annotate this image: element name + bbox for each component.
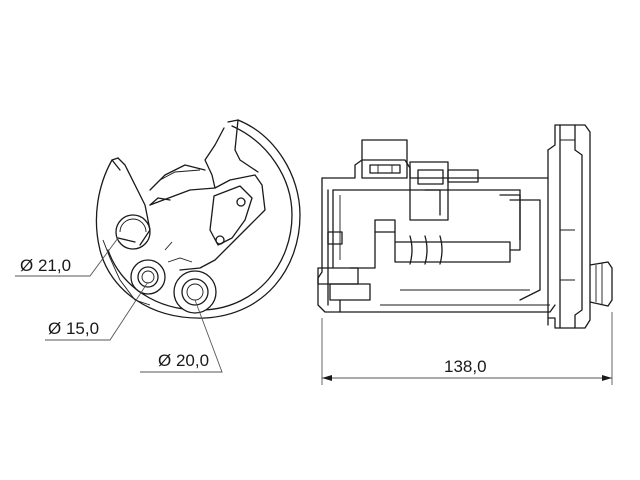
top-view bbox=[95, 119, 301, 319]
side-view bbox=[317, 124, 613, 329]
diameter-label-20: Ø 20,0 bbox=[158, 351, 209, 370]
diameter-label-15: Ø 15,0 bbox=[48, 319, 99, 338]
length-label: 138,0 bbox=[444, 357, 487, 376]
diameter-label-21: Ø 21,0 bbox=[20, 256, 71, 275]
diameter-leaders bbox=[15, 237, 223, 373]
length-dimension bbox=[321, 312, 613, 385]
